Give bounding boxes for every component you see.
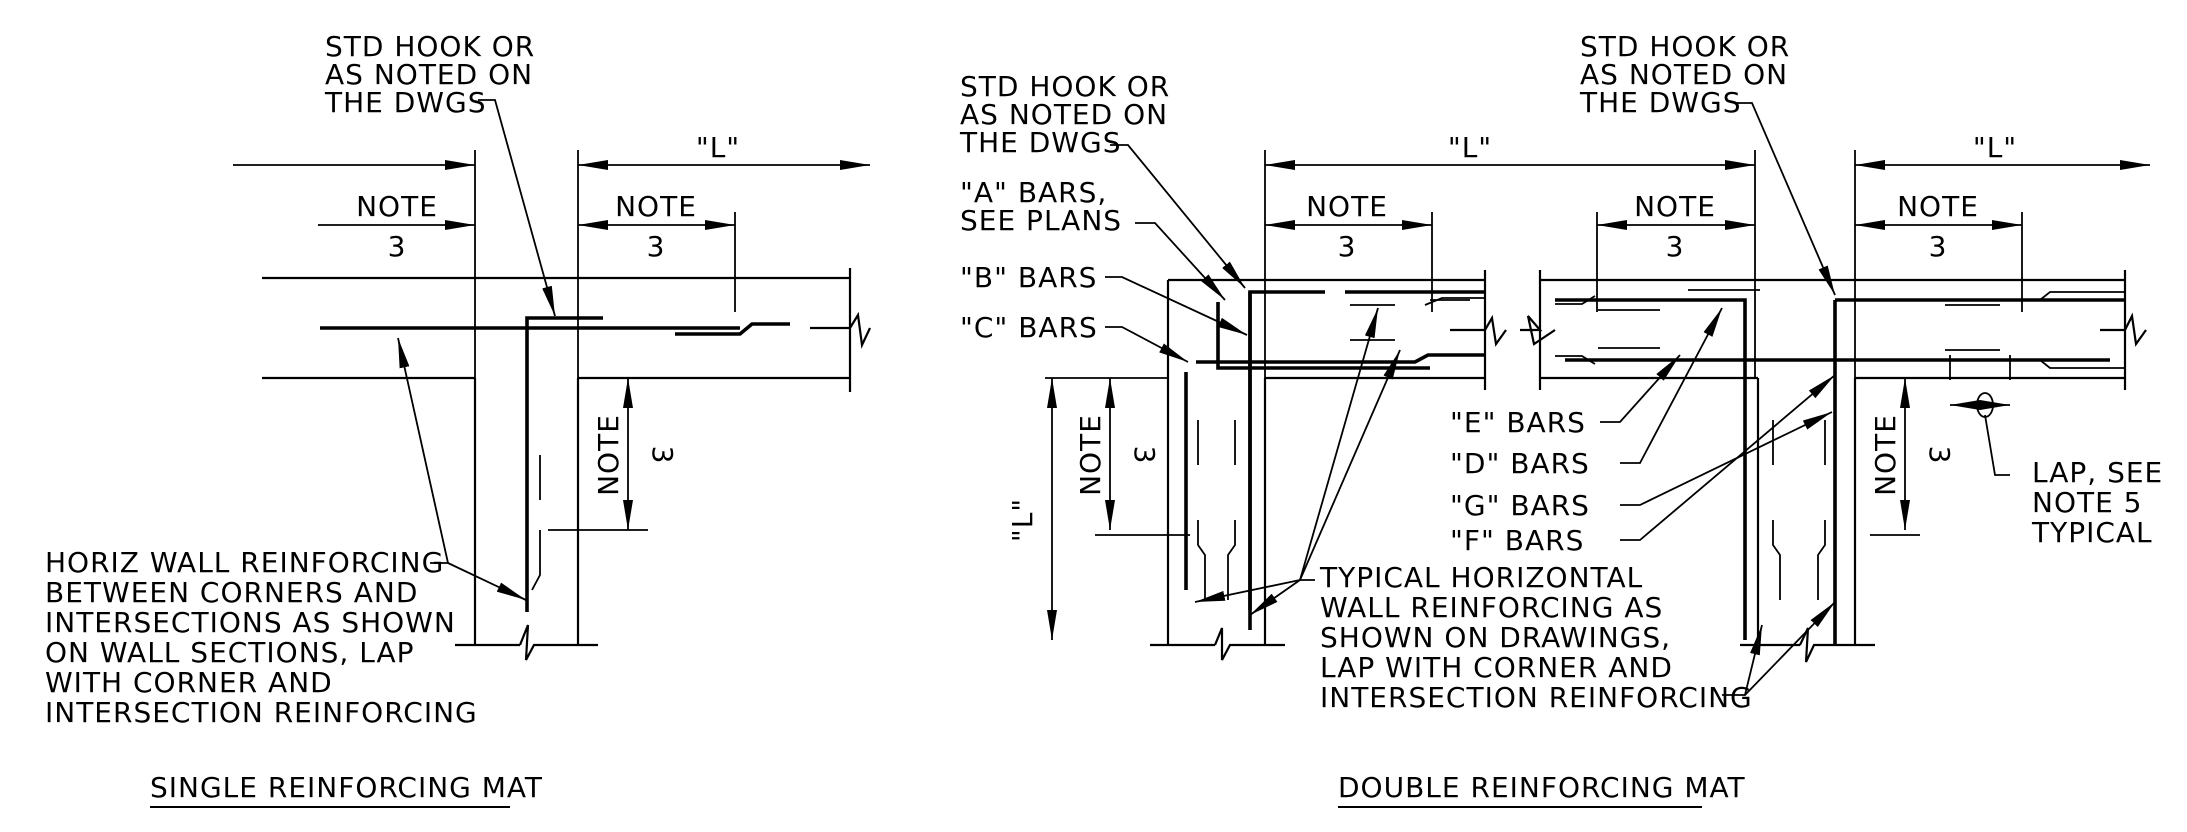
typ-callout-line5: INTERSECTION REINFORCING [1320,681,1753,714]
double-note-vert-right-num: 3 [1923,446,1956,465]
single-callout-line2: BETWEEN CORNERS AND [45,576,418,609]
single-callout-line5: WITH CORNER AND [45,666,333,699]
double-note-1-word: NOTE [1306,190,1388,223]
double-dim-L-right: "L" [1973,131,2017,164]
single-mat-detail: STD HOOK OR AS NOTED ON THE DWGS "L" NOT… [45,30,871,808]
g-bars-label: "G" BARS [1450,489,1590,522]
double-dim-L-vert: "L" [1006,498,1039,542]
single-note-vert-word: NOTE [592,414,625,496]
double-note-3-num: 3 [1929,230,1948,263]
single-note-left-word: NOTE [356,190,438,223]
f-bars-label: "F" BARS [1450,524,1584,557]
double-note-2-num: 3 [1666,230,1685,263]
typ-callout-line4: LAP WITH CORNER AND [1320,651,1673,684]
single-callout-line6: INTERSECTION REINFORCING [45,696,478,729]
a-bars-label-line2: SEE PLANS [960,204,1122,237]
typ-callout-line1: TYPICAL HORIZONTAL [1319,561,1643,594]
double-hook-note-right-line2: AS NOTED ON [1580,58,1788,91]
e-bars-label: "E" BARS [1450,406,1586,439]
lap-note-line1: LAP, SEE [2032,456,2163,489]
single-hook-note-line2: AS NOTED ON [325,58,533,91]
single-hook-note-line3: THE DWGS [324,86,486,119]
double-right-wall-outline [1520,270,2147,663]
single-note-left-num: 3 [388,230,407,263]
a-bars-label-line1: "A" BARS, [960,176,1107,209]
single-hook-note-line1: STD HOOK OR [325,30,535,63]
d-bars-label: "D" BARS [1450,447,1590,480]
lap-note-line2: NOTE 5 [2032,486,2143,519]
double-caption: DOUBLE REINFORCING MAT [1338,771,1746,804]
double-note-vert-right-word: NOTE [1869,414,1902,496]
typ-callout-line3: SHOWN ON DRAWINGS, [1320,621,1671,654]
single-caption: SINGLE REINFORCING MAT [150,771,543,804]
double-mat-detail: STD HOOK OR AS NOTED ON THE DWGS STD HOO… [959,30,2163,808]
double-leaders [1105,102,2010,696]
double-hook-note-left-line3: THE DWGS [959,126,1121,159]
double-right-bars [1555,289,2125,645]
single-dimensions [233,150,870,531]
double-hook-note-left-line1: STD HOOK OR [960,70,1170,103]
single-callout-line1: HORIZ WALL REINFORCING [45,546,444,579]
single-note-vert-num: 3 [646,446,679,465]
double-dimensions [1047,150,2150,640]
double-dim-L-left: "L" [1448,131,1492,164]
single-note-right-word: NOTE [615,190,697,223]
b-bars-label: "B" BARS [960,261,1097,294]
lap-note-line3: TYPICAL [2031,516,2153,549]
single-callout-line3: INTERSECTIONS AS SHOWN [45,606,456,639]
double-hook-note-right-line1: STD HOOK OR [1580,30,1790,63]
double-note-3-word: NOTE [1897,190,1979,223]
double-note-2-word: NOTE [1634,190,1716,223]
single-dim-L-label: "L" [696,131,740,164]
single-note-right-num: 3 [647,230,666,263]
double-note-vert-left-word: NOTE [1074,414,1107,496]
double-note-vert-left-num: 3 [1128,446,1161,465]
single-callout-line4: ON WALL SECTIONS, LAP [45,636,415,669]
double-note-1-num: 3 [1338,230,1357,263]
c-bars-label: "C" BARS [960,311,1098,344]
single-leaders [397,99,556,601]
typ-callout-line2: WALL REINFORCING AS [1320,591,1663,624]
double-hook-note-left-line2: AS NOTED ON [960,98,1168,131]
double-hook-note-right-line3: THE DWGS [1579,86,1741,119]
